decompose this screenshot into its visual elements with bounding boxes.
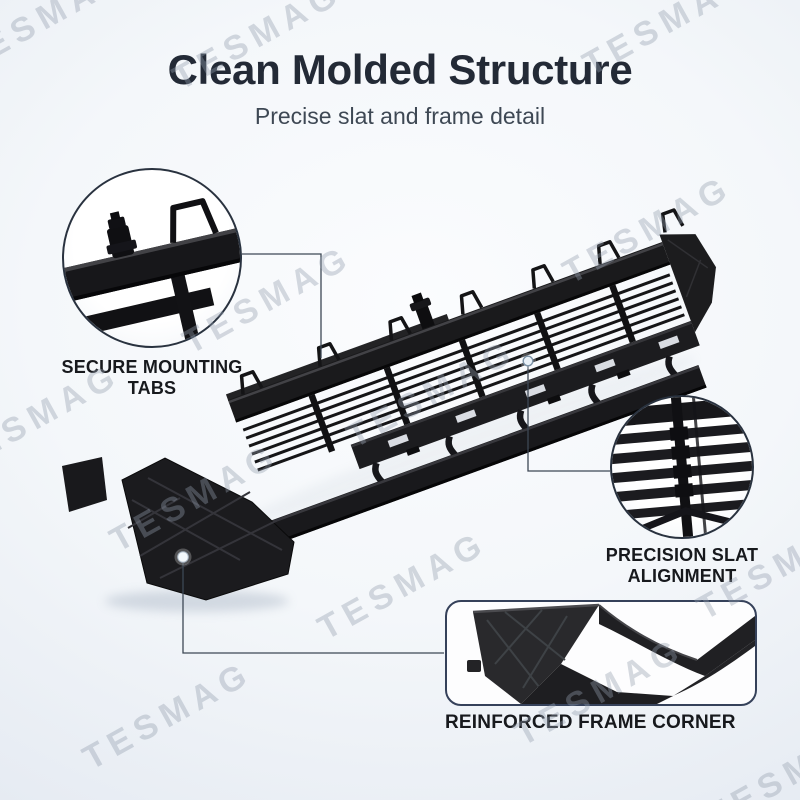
product-shadow	[105, 356, 696, 612]
grille-slats	[242, 273, 685, 472]
callout-label-frame-corner: REINFORCED FRAME CORNER	[445, 712, 736, 733]
callout-reinforced-frame-corner	[445, 600, 757, 706]
header: Clean Molded Structure Precise slat and …	[0, 46, 800, 130]
right-end-cap	[659, 208, 716, 333]
corner-bottom-band	[521, 664, 673, 704]
grille-body	[225, 208, 716, 546]
leader-line-mounting-tabs	[242, 253, 322, 358]
slat-detail-art	[612, 397, 752, 537]
leader-lines	[182, 253, 610, 654]
slat-dividers	[308, 284, 636, 453]
callout-label-slat-alignment: PRECISION SLAT ALIGNMENT	[605, 545, 759, 586]
corner-arm	[598, 604, 755, 701]
leader-line-frame-corner	[182, 563, 444, 654]
page-title: Clean Molded Structure	[167, 46, 633, 93]
marker-dot-slat	[520, 353, 536, 369]
slot-struts	[372, 355, 678, 485]
leader-line-slat-alignment	[527, 366, 610, 472]
mounting-tab-loops	[239, 240, 621, 395]
front-lip	[264, 365, 707, 546]
mounting-tab-detail-art	[64, 198, 240, 346]
corner-panel	[467, 603, 600, 704]
callout-precision-slat-alignment	[610, 395, 754, 539]
tab-loop-icon	[170, 198, 219, 243]
clip-peg-icon	[106, 211, 137, 259]
frame-corner-detail-art	[467, 603, 755, 704]
left-end-cap	[62, 457, 295, 601]
marker-dot-frame-corner	[174, 548, 192, 566]
center-clip-stub	[409, 292, 435, 330]
page-subtitle: Precise slat and frame detail	[254, 103, 546, 129]
callout-label-mounting-tabs: SECURE MOUNTING TABS	[61, 357, 243, 398]
bottom-rail	[350, 320, 700, 470]
callout-secure-mounting-tabs	[62, 168, 242, 348]
